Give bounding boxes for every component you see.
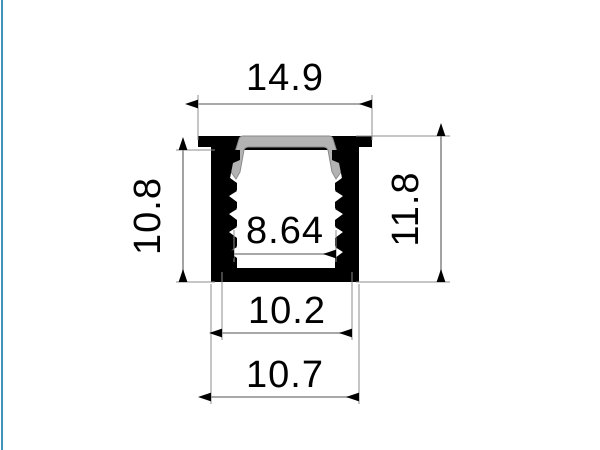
dim-label-inner-width: 8.64	[246, 210, 324, 252]
left-lens-seat-shoulder	[227, 150, 240, 188]
dim-label-overall-width-top: 14.9	[246, 57, 324, 99]
channel-base-wall	[211, 268, 359, 282]
left-edge-accent-line	[1, 0, 3, 450]
left-mounting-flange	[198, 136, 240, 151]
right-wall-retention-teeth	[335, 186, 343, 252]
dimension-lines	[178, 99, 446, 402]
dim-label-body-width-inner: 10.2	[248, 290, 326, 332]
dim-label-height-right: 11.8	[385, 171, 427, 246]
dim-label-body-width-outer: 10.7	[246, 354, 324, 396]
right-mounting-flange	[330, 136, 372, 151]
right-lens-seat-shoulder	[332, 150, 345, 188]
dim-label-height-left: 10.8	[127, 177, 169, 255]
profile-geometry	[198, 135, 372, 282]
left-wall-retention-teeth	[229, 186, 237, 252]
dimension-labels: 14.9 10.8 11.8 8.64 10.2 10.7	[127, 57, 427, 396]
inner-cavity	[229, 150, 343, 268]
